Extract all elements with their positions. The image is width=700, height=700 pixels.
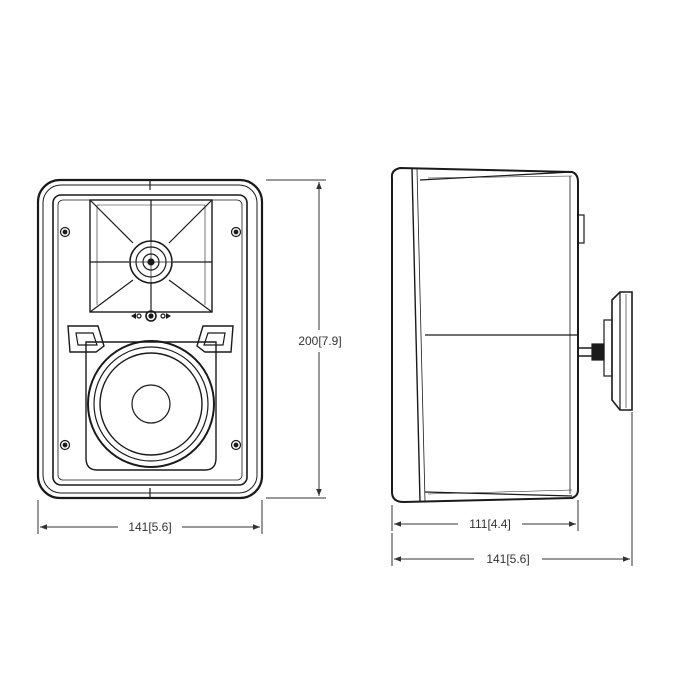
wall-bracket (578, 291, 633, 411)
tweeter-horn (89, 199, 213, 313)
front-screws (59, 226, 242, 451)
grille-clips (67, 325, 234, 353)
side-depth-body-label: 111[4.4] (469, 517, 511, 531)
dimension-lines (37, 179, 633, 566)
front-view (36, 178, 264, 500)
side-cabinet-outline (390, 166, 579, 504)
front-baffle (52, 194, 248, 486)
tweeter (129, 240, 173, 284)
woofer-basket (85, 341, 217, 471)
front-cabinet-outline (36, 178, 264, 500)
height-label: 200[7.9] (298, 334, 341, 348)
woofer (87, 340, 215, 468)
side-depth-total-label: 141[5.6] (486, 552, 529, 566)
front-width-label: 141[5.6] (128, 520, 171, 534)
tweeter-level-switch (131, 310, 171, 322)
side-view (390, 166, 633, 504)
